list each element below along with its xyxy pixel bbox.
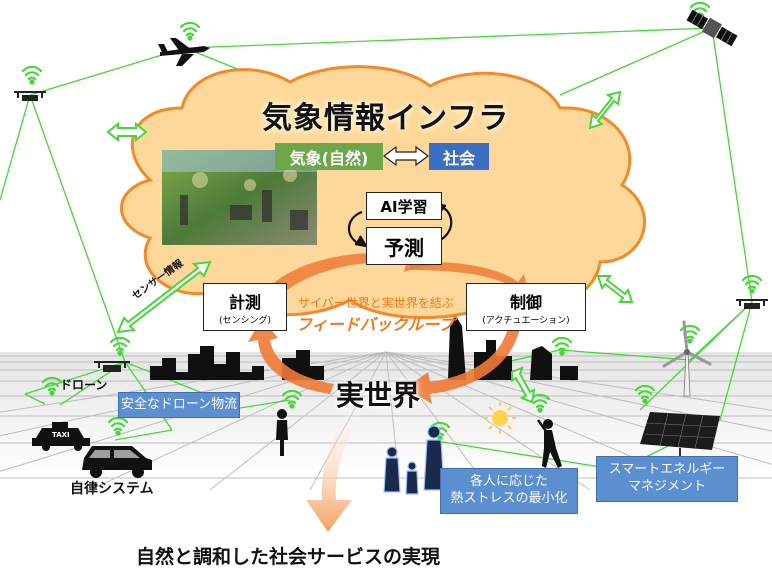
airplane-icon bbox=[158, 38, 210, 66]
prediction-box: 予測 bbox=[366, 227, 442, 265]
weather-nature-label: 気象(自然) bbox=[275, 143, 383, 170]
sensor-info-arrow bbox=[116, 260, 212, 334]
walking-person-icon bbox=[536, 419, 562, 468]
sensing-box: 計測 (センシング) bbox=[203, 283, 287, 331]
sun-icon bbox=[484, 402, 516, 434]
bottom-caption: 自然と調和した社会サービスの実現 bbox=[136, 546, 441, 568]
ai-learning-box: AI学習 bbox=[366, 192, 442, 220]
heat-stress-line1: 各人に応じた bbox=[469, 474, 548, 490]
heat-stress-callout: 各人に応じた 熱ストレスの最小化 bbox=[440, 468, 578, 514]
prediction-label: 予測 bbox=[384, 235, 424, 260]
control-label: 制御 bbox=[509, 292, 542, 312]
smart-energy-line2: マネジメント bbox=[627, 479, 706, 494]
green-double-arrows bbox=[106, 90, 634, 404]
society-label: 社会 bbox=[429, 143, 489, 170]
taxi-icon bbox=[32, 422, 90, 451]
page-title: 気象情報インフラ bbox=[262, 101, 510, 136]
city-skyline bbox=[150, 316, 578, 380]
sensing-sublabel: (センシング) bbox=[218, 315, 272, 326]
control-box: 制御 (アクチュエーション) bbox=[466, 283, 586, 331]
loop-caption: サイバー世界と実世界を結ぶ bbox=[298, 296, 454, 310]
realization-arrow bbox=[306, 408, 362, 532]
smart-energy-line1: スマートエネルギー bbox=[608, 462, 726, 478]
real-world-label: 実世界 bbox=[336, 379, 421, 412]
car-icon bbox=[82, 446, 152, 478]
drone-icon bbox=[14, 91, 768, 372]
wind-turbine-icon bbox=[662, 320, 712, 397]
drone-label: ドローン bbox=[60, 378, 108, 392]
solar-panel-icon bbox=[640, 412, 720, 458]
smart-energy-callout: スマートエネルギー マネジメント bbox=[596, 456, 738, 502]
control-sublabel: (アクチュエーション) bbox=[482, 315, 570, 326]
taxi-text: TAXI bbox=[52, 431, 70, 439]
ai-learning-label: AI学習 bbox=[380, 197, 428, 216]
wifi-icons bbox=[21, 1, 763, 441]
drone-logistics-callout: 安全なドローン物流 bbox=[118, 392, 240, 418]
weather-society-arrow-icon bbox=[383, 145, 429, 167]
satellite-icon bbox=[686, 9, 738, 47]
sensing-label: 計測 bbox=[228, 292, 261, 312]
person-icon bbox=[276, 409, 288, 456]
autonomous-system-label: 自律システム bbox=[70, 481, 154, 497]
heat-stress-line2: 熱ストレスの最小化 bbox=[450, 491, 568, 506]
drone-logistics-text: 安全なドローン物流 bbox=[120, 396, 238, 412]
loop-title: フィードバックループ bbox=[296, 315, 455, 334]
